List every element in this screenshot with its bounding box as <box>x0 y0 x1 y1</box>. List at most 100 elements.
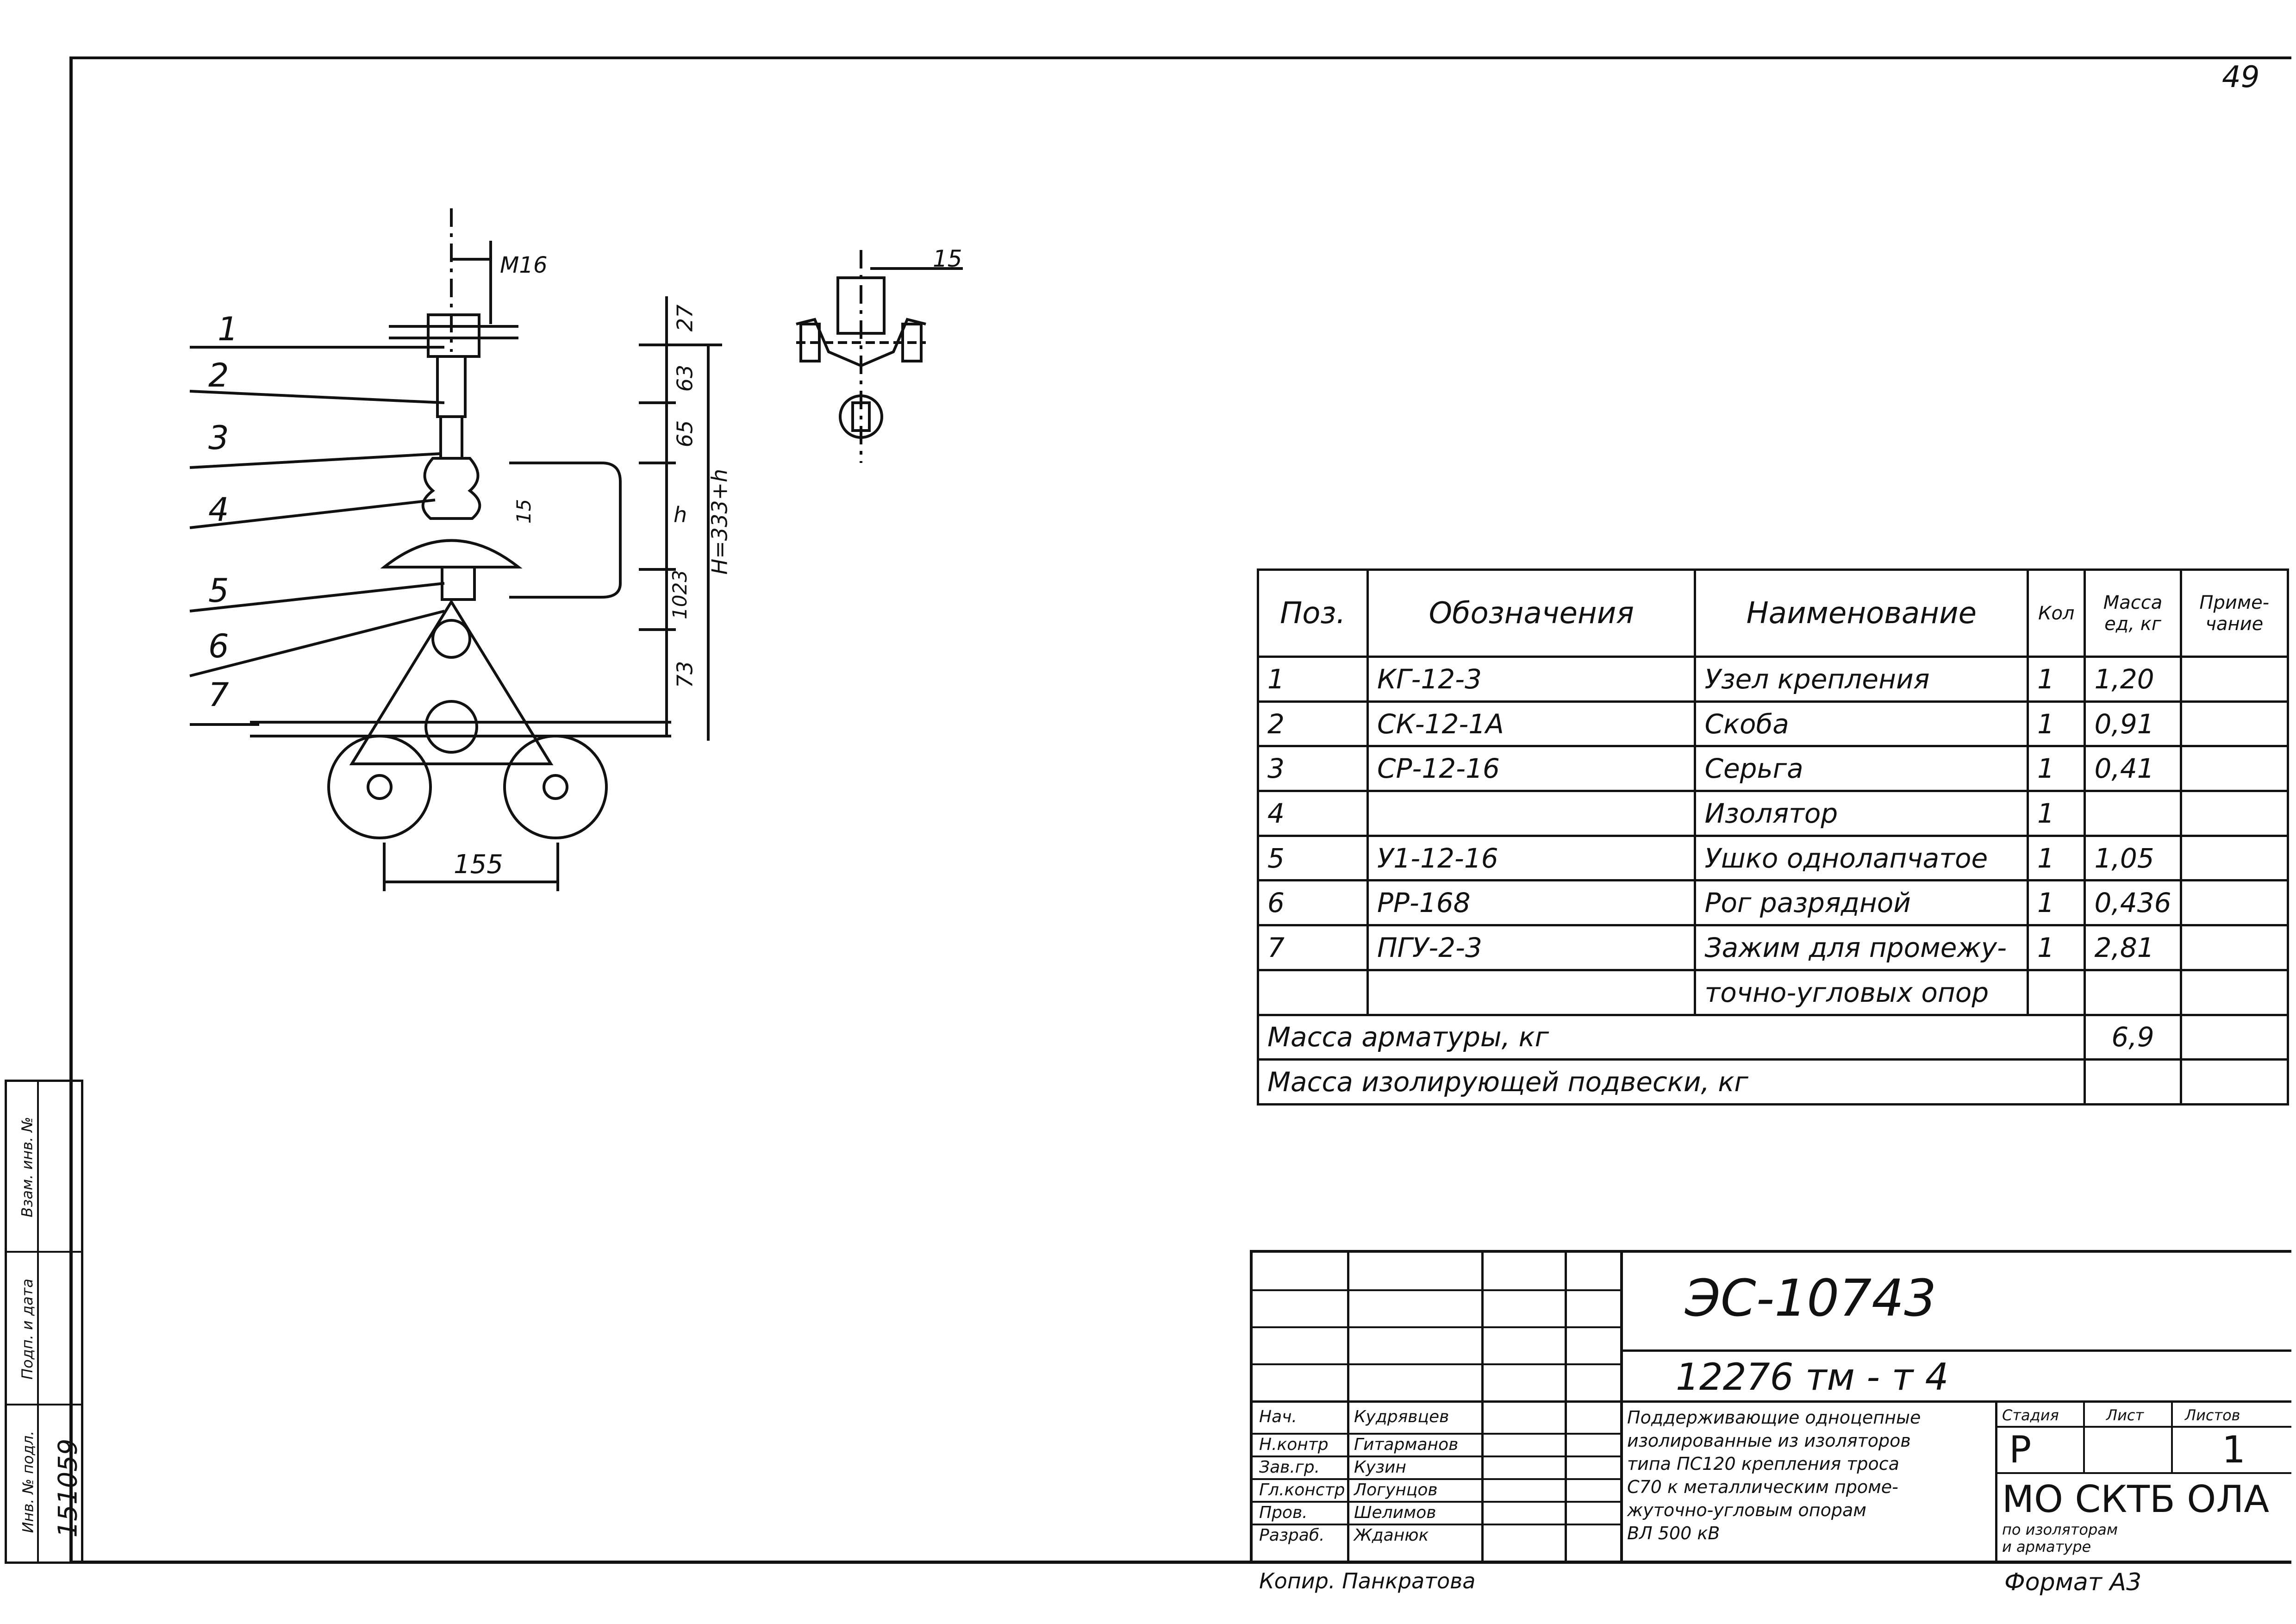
mass-suspension-row: Масса изолирующей подвески, кг <box>1256 1058 2290 1106</box>
row-designation: СК-12-1А <box>1366 700 1697 748</box>
dim-63: 63 <box>672 364 698 392</box>
dim-27: 27 <box>672 304 698 332</box>
title-line-5: жуточно-угловым опорам <box>1627 1500 1866 1520</box>
row-designation: РР-168 <box>1366 879 1697 927</box>
row-designation: У1-12-16 <box>1366 834 1697 882</box>
row-qty <box>2027 968 2086 1016</box>
row-name: точно-угловых опор <box>1694 968 2029 1016</box>
org-sub-1: по изоляторам <box>2002 1521 2118 1538</box>
row-qty: 1 <box>2027 700 2086 748</box>
name-5: Шелимов <box>1354 1503 1436 1522</box>
stamp-label-3: Взам. инв. № <box>18 1117 36 1218</box>
row-qty: 1 <box>2027 745 2086 793</box>
name-6: Жданюк <box>1354 1526 1429 1545</box>
header-note: Приме-чание <box>2179 568 2290 658</box>
callout-5: 5 <box>208 572 229 610</box>
sheets-value: 1 <box>2222 1428 2246 1471</box>
title-block: ЭС-10743 12276 тм - т 4 Нач. Н.контр Зав… <box>1250 1250 2291 1564</box>
stage-value: Р <box>2009 1428 2032 1471</box>
mass-suspension-label: Масса изолирующей подвески, кг <box>1256 1058 2086 1106</box>
side-stamp: Инв. № подл. Подп. и дата Взам. инв. № 1… <box>5 1080 83 1564</box>
mass-fittings-label: Масса арматуры, кг <box>1256 1013 2086 1061</box>
row-pos <box>1257 968 1369 1016</box>
spec-row: 2 СК-12-1А Скоба 1 0,91 <box>1257 700 2290 748</box>
format-label: Формат А3 <box>2004 1568 2142 1596</box>
dim-thread: M16 <box>500 252 548 278</box>
row-designation <box>1366 968 1697 1016</box>
row-pos: 4 <box>1257 790 1369 837</box>
mass-suspension-value <box>2084 1058 2182 1106</box>
spec-row: 7 ПГУ-2-3 Зажим для промежу- 1 2,81 <box>1257 924 2290 971</box>
role-6: Разраб. <box>1259 1526 1325 1545</box>
spec-row: точно-угловых опор <box>1257 968 2290 1016</box>
row-mass <box>2084 790 2182 837</box>
dim-h: h <box>674 502 687 527</box>
row-qty: 1 <box>2027 879 2086 927</box>
stamp-label-2: Подп. и дата <box>18 1279 36 1380</box>
header-mass: Масса ед, кг <box>2084 568 2182 658</box>
sheet-label: Лист <box>2106 1406 2144 1424</box>
header-designation: Обозначения <box>1366 568 1697 658</box>
row-name: Серьга <box>1694 745 2029 793</box>
dim-side-15: 15 <box>933 245 962 272</box>
row-pos: 1 <box>1257 656 1369 703</box>
row-mass <box>2084 968 2182 1016</box>
callout-3: 3 <box>208 419 229 457</box>
role-3: Зав.гр. <box>1259 1458 1320 1477</box>
org-sub-2: и арматуре <box>2002 1538 2091 1555</box>
spec-row: 4 Изолятор 1 <box>1257 790 2290 837</box>
mass-fittings-row: Масса арматуры, кг 6,9 <box>1256 1013 2290 1061</box>
stage-label: Стадия <box>2002 1406 2059 1424</box>
callout-6: 6 <box>208 627 229 665</box>
row-name: Ушко однолапчатое <box>1694 834 2029 882</box>
role-2: Н.контр <box>1259 1435 1329 1454</box>
mass-fittings-note <box>2179 1013 2290 1061</box>
row-pos: 2 <box>1257 700 1369 748</box>
row-pos: 5 <box>1257 834 1369 882</box>
row-designation: СР-12-16 <box>1366 745 1697 793</box>
row-pos: 7 <box>1257 924 1369 971</box>
dim-1023: 1023 <box>668 570 691 619</box>
inventory-number: 151059 <box>53 1438 83 1538</box>
row-name: Рог разрядной <box>1694 879 2029 927</box>
dim-155: 155 <box>454 849 503 880</box>
sheets-label: Листов <box>2185 1406 2240 1424</box>
name-3: Кузин <box>1354 1458 1406 1477</box>
title-line-4: С70 к металлическим проме- <box>1627 1477 1898 1497</box>
dim-73: 73 <box>672 661 698 688</box>
name-1: Кудрявцев <box>1354 1407 1449 1426</box>
dim-overall: H=333+h <box>707 468 732 575</box>
row-note <box>2179 924 2290 971</box>
row-note <box>2179 879 2290 927</box>
row-note <box>2179 656 2290 703</box>
row-mass: 1,05 <box>2084 834 2182 882</box>
mass-fittings-value: 6,9 <box>2084 1013 2182 1061</box>
spec-header-row: Поз. Обозначения Наименование Кол Масса … <box>1257 568 2290 658</box>
spec-row: 3 СР-12-16 Серьга 1 0,41 <box>1257 745 2290 793</box>
row-qty: 1 <box>2027 924 2086 971</box>
row-pos: 6 <box>1257 879 1369 927</box>
callout-2: 2 <box>208 356 229 394</box>
row-qty: 1 <box>2027 834 2086 882</box>
role-1: Нач. <box>1259 1407 1297 1426</box>
row-mass: 1,20 <box>2084 656 2182 703</box>
spec-row: 5 У1-12-16 Ушко однолапчатое 1 1,05 <box>1257 834 2290 882</box>
row-designation: ПГУ-2-3 <box>1366 924 1697 971</box>
stamp-label-1: Инв. № подл. <box>19 1430 37 1533</box>
doc-code: ЭС-10743 <box>1685 1268 1937 1328</box>
spec-row: 6 РР-168 Рог разрядной 1 0,436 <box>1257 879 2290 927</box>
row-name: Узел крепления <box>1694 656 2029 703</box>
copied-by: Копир. Панкратова <box>1259 1568 1476 1593</box>
row-name: Скоба <box>1694 700 2029 748</box>
name-4: Логунцов <box>1354 1480 1438 1499</box>
doc-number: 12276 тм - т 4 <box>1676 1355 1949 1399</box>
row-mass: 0,91 <box>2084 700 2182 748</box>
dim-65: 65 <box>672 420 698 448</box>
mass-suspension-note <box>2179 1058 2290 1106</box>
header-pos: Поз. <box>1257 568 1369 658</box>
org-name: МО СКТБ ОЛА <box>2002 1478 2270 1521</box>
row-designation: КГ-12-3 <box>1366 656 1697 703</box>
row-note <box>2179 700 2290 748</box>
name-2: Гитарманов <box>1354 1435 1459 1454</box>
row-note <box>2179 968 2290 1016</box>
